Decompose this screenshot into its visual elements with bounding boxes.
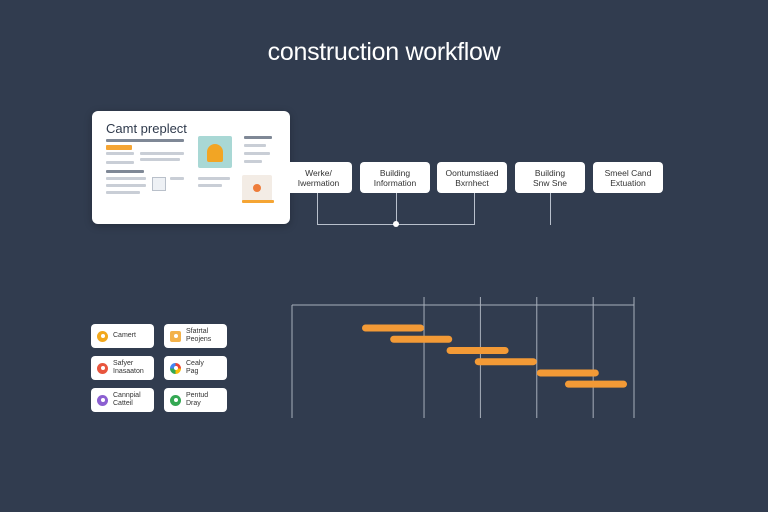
legend-item[interactable]: Cannpial Catteil [91,388,154,412]
project-card[interactable]: Camt preplect [92,111,290,224]
photo-icon [242,175,272,202]
flow-step-2[interactable]: Building Information [360,162,430,193]
status-dot-icon [97,330,108,342]
legend-item[interactable]: Pentud Dray [164,388,227,412]
card-text-line [244,152,270,155]
card-text-line [198,177,230,180]
flow-connector [474,193,475,225]
flow-connector [550,193,551,225]
legend-item[interactable]: Sfatrtal Peojens [164,324,227,348]
flow-step-label: Oontumstiaed Bxrnhect [445,167,499,188]
card-text-line [244,144,266,147]
status-dot-icon [170,394,181,406]
card-accent-bar [242,200,274,203]
legend-item[interactable]: Safyer Inasaaton [91,356,154,380]
worker-icon [170,330,181,342]
legend-label: Camert [113,332,136,339]
gantt-bar [446,346,509,354]
legend-label: Pentud Dray [186,392,209,407]
flow-step-4[interactable]: Building Snw Sne [515,162,585,193]
flow-step-5[interactable]: Smeel Cand Extuation [593,162,663,193]
flow-step-1[interactable]: Werke/ Iwermation [285,162,352,193]
flow-step-3[interactable]: Oontumstiaed Bxrnhect [437,162,507,193]
card-text-line [106,184,146,187]
card-text-line [106,177,146,180]
page-title: construction workflow [267,38,501,66]
card-text-line [106,152,134,155]
legend-label: Cannpial Catteil [113,392,141,407]
status-dot-icon [97,394,108,406]
card-text-line [106,139,184,142]
image-placeholder-icon [152,177,166,191]
flow-step-label: Building Information [373,167,417,188]
gantt-bar [362,324,425,332]
flow-step-label: Smeel Cand Extuation [604,167,652,188]
card-text-line [170,177,184,180]
card-text-line [106,161,134,164]
card-text-line [140,158,180,161]
flow-connector [317,193,318,225]
gantt-bar [564,380,627,388]
flow-step-label: Building Snw Sne [532,167,568,188]
flow-step-label: Werke/ Iwermation [297,167,340,188]
flow-connector [396,193,397,225]
card-accent-bar [106,145,132,150]
gantt-bar [390,335,453,343]
google-icon [170,362,181,374]
legend-label: Safyer Inasaaton [113,360,144,375]
card-text-line [140,152,184,155]
status-dot-icon [97,362,108,374]
worker-icon [198,136,232,168]
gantt-bar [536,369,599,377]
card-text-line [244,136,272,139]
card-text-line [198,184,222,187]
project-card-title: Camt preplect [106,121,187,136]
flow-junction-node [393,221,399,227]
card-text-line [106,191,140,194]
card-text-line [106,170,144,173]
legend-label: Cealy Pag [186,360,204,375]
gantt-bar [474,358,537,366]
legend-item[interactable]: Cealy Pag [164,356,227,380]
card-text-line [244,160,262,163]
legend-item[interactable]: Camert [91,324,154,348]
legend-label: Sfatrtal Peojens [186,328,212,343]
